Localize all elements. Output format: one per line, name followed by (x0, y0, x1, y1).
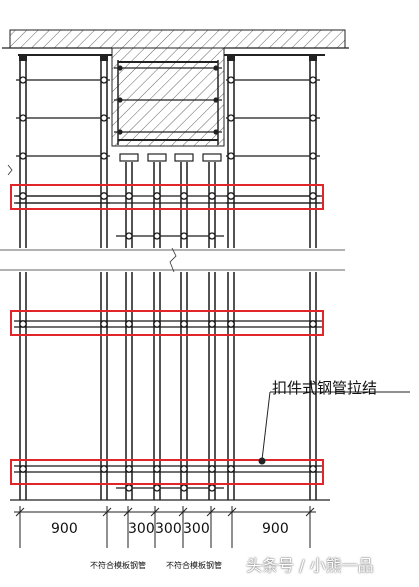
coupler (19, 465, 27, 473)
coupler (100, 114, 108, 122)
coupler (208, 465, 216, 473)
break-line (0, 164, 345, 273)
coupler (153, 192, 161, 200)
callout-leader (258, 391, 410, 465)
coupler (208, 320, 216, 328)
coupler (153, 465, 161, 473)
coupler (309, 320, 317, 328)
dimension-line (14, 506, 316, 548)
highlight-box-upper (10, 184, 324, 210)
horizontal-ledgers (14, 79, 322, 489)
coupler (153, 484, 161, 492)
coupler (227, 192, 235, 200)
coupler (180, 192, 188, 200)
coupler (19, 114, 27, 122)
coupler (19, 76, 27, 84)
dimension-label-3: 300 (155, 521, 182, 537)
jack-head (100, 56, 108, 61)
coupler (180, 465, 188, 473)
watermark: 头条号 / 小熊一品 (246, 556, 374, 575)
coupler (125, 192, 133, 200)
coupler (125, 484, 133, 492)
dimension-label-2: 300 (128, 521, 155, 537)
note-right: 不符合模板钢管 (166, 561, 222, 570)
coupler (208, 484, 216, 492)
callout-label: 扣件式钢管拉结 (272, 379, 378, 397)
coupler (208, 192, 216, 200)
pipe-couplers (19, 56, 317, 492)
coupler (125, 465, 133, 473)
support-heads (119, 153, 222, 162)
coupler (100, 465, 108, 473)
coupler (227, 114, 235, 122)
coupler (100, 152, 108, 160)
coupler (19, 192, 27, 200)
coupler (100, 320, 108, 328)
jack-head (309, 56, 317, 61)
coupler (208, 232, 216, 240)
coupler (227, 152, 235, 160)
coupler (180, 232, 188, 240)
coupler (19, 320, 27, 328)
coupler (153, 232, 161, 240)
coupler (125, 232, 133, 240)
coupler (19, 152, 27, 160)
dimension-label-4: 300 (183, 521, 210, 537)
jack-head (19, 56, 27, 61)
concrete-slab (2, 29, 349, 147)
dimension-label-1: 900 (51, 521, 78, 537)
tie-highlight-boxes (10, 184, 324, 485)
coupler (309, 465, 317, 473)
coupler (309, 192, 317, 200)
beam-side-bolts (114, 65, 222, 135)
dimension-label-5: 900 (262, 521, 289, 537)
coupler (227, 320, 235, 328)
highlight-box-lower (10, 459, 324, 485)
coupler (309, 76, 317, 84)
coupler (180, 484, 188, 492)
coupler (125, 320, 133, 328)
coupler (100, 192, 108, 200)
coupler (227, 76, 235, 84)
coupler (309, 114, 317, 122)
note-left: 不符合模板钢管 (90, 561, 146, 570)
coupler (100, 76, 108, 84)
highlight-box-middle (10, 310, 324, 336)
jack-head (227, 56, 235, 61)
coupler (180, 320, 188, 328)
coupler (309, 152, 317, 160)
coupler (227, 465, 235, 473)
coupler (153, 320, 161, 328)
